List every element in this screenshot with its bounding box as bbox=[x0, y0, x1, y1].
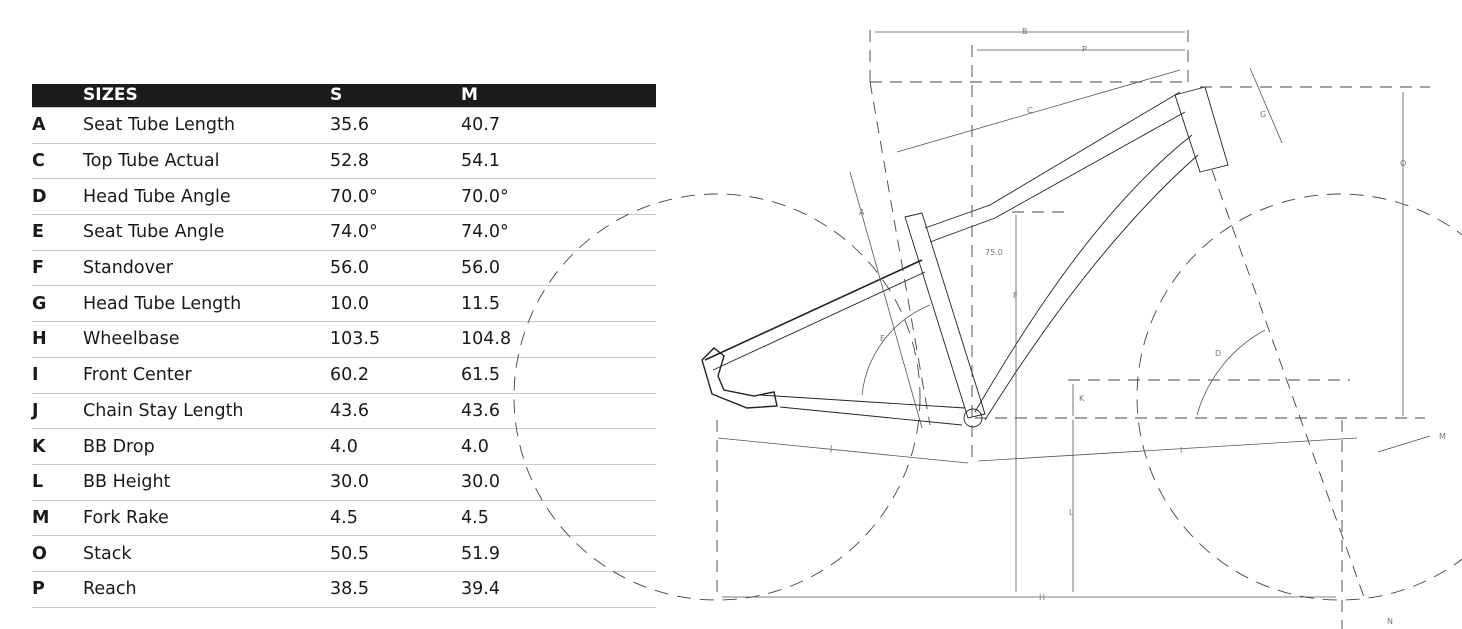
row-letter: K bbox=[32, 428, 83, 465]
row-size-m: 4.5 bbox=[461, 500, 656, 537]
label-G: G bbox=[1260, 110, 1266, 119]
row-size-m: 61.5 bbox=[461, 357, 656, 394]
row-name: Wheelbase bbox=[83, 321, 330, 358]
front-wheel bbox=[1136, 193, 1462, 601]
diagram-labels: B P C G O A 75.0 F E D K M J I L H N bbox=[829, 27, 1446, 626]
row-name: Stack bbox=[83, 535, 330, 572]
row-letter: L bbox=[32, 464, 83, 501]
label-O: O bbox=[1400, 159, 1406, 168]
row-letter: D bbox=[32, 178, 83, 216]
row-name: Standover bbox=[83, 250, 330, 287]
row-size-s: 70.0° bbox=[330, 178, 461, 216]
row-size-m: 74.0° bbox=[461, 214, 656, 251]
row-name: BB Drop bbox=[83, 428, 330, 465]
row-size-s: 74.0° bbox=[330, 214, 461, 251]
row-name: BB Height bbox=[83, 464, 330, 501]
row-name: Top Tube Actual bbox=[83, 143, 330, 180]
row-name: Seat Tube Angle bbox=[83, 214, 330, 251]
row-size-s: 103.5 bbox=[330, 321, 461, 358]
row-letter: I bbox=[32, 357, 83, 394]
row-size-s: 30.0 bbox=[330, 464, 461, 501]
table-header-row: SIZES S M bbox=[32, 84, 656, 108]
label-L: L bbox=[1069, 508, 1074, 517]
row-name: Seat Tube Length bbox=[83, 107, 330, 144]
label-M: M bbox=[1439, 432, 1446, 441]
row-name: Head Tube Angle bbox=[83, 178, 330, 216]
row-name: Chain Stay Length bbox=[83, 393, 330, 430]
row-size-s: 38.5 bbox=[330, 571, 461, 608]
label-F: F bbox=[1013, 291, 1018, 300]
row-name: Fork Rake bbox=[83, 500, 330, 537]
row-size-s: 4.5 bbox=[330, 500, 461, 537]
label-C: C bbox=[1027, 106, 1033, 115]
label-E: E bbox=[880, 334, 885, 343]
label-J: J bbox=[829, 444, 832, 453]
row-letter: E bbox=[32, 214, 83, 251]
label-B: B bbox=[1022, 27, 1028, 36]
row-letter: F bbox=[32, 250, 83, 287]
label-A: A bbox=[859, 208, 865, 217]
header-size-s: S bbox=[330, 84, 461, 108]
row-name: Front Center bbox=[83, 357, 330, 394]
label-D: D bbox=[1215, 349, 1221, 358]
row-size-s: 56.0 bbox=[330, 250, 461, 287]
header-size-m: M bbox=[461, 84, 656, 108]
label-N: N bbox=[1387, 617, 1393, 626]
row-size-s: 4.0 bbox=[330, 428, 461, 465]
header-sizes: SIZES bbox=[83, 84, 330, 108]
row-size-s: 50.5 bbox=[330, 535, 461, 572]
label-H: H bbox=[1039, 593, 1045, 602]
row-size-s: 43.6 bbox=[330, 393, 461, 430]
row-size-m: 4.0 bbox=[461, 428, 656, 465]
row-size-s: 35.6 bbox=[330, 107, 461, 144]
row-size-m: 11.5 bbox=[461, 285, 656, 323]
frame bbox=[701, 86, 1229, 428]
row-size-m: 104.8 bbox=[461, 321, 656, 358]
row-letter: H bbox=[32, 321, 83, 358]
row-size-s: 10.0 bbox=[330, 285, 461, 323]
row-size-m: 40.7 bbox=[461, 107, 656, 144]
row-size-s: 52.8 bbox=[330, 143, 461, 180]
row-size-m: 56.0 bbox=[461, 250, 656, 287]
rear-wheel bbox=[513, 193, 921, 601]
row-letter: P bbox=[32, 571, 83, 608]
header-letter bbox=[32, 84, 83, 108]
row-name: Head Tube Length bbox=[83, 285, 330, 323]
label-P: P bbox=[1082, 45, 1087, 54]
row-letter: J bbox=[32, 393, 83, 430]
row-letter: M bbox=[32, 500, 83, 537]
label-I: I bbox=[1180, 446, 1182, 455]
label-standover-offset: 75.0 bbox=[985, 248, 1003, 257]
row-letter: O bbox=[32, 535, 83, 572]
row-letter: G bbox=[32, 285, 83, 323]
row-name: Reach bbox=[83, 571, 330, 608]
row-letter: A bbox=[32, 107, 83, 144]
row-size-m: 54.1 bbox=[461, 143, 656, 180]
row-size-m: 30.0 bbox=[461, 464, 656, 501]
row-size-m: 51.9 bbox=[461, 535, 656, 572]
row-size-m: 70.0° bbox=[461, 178, 656, 216]
row-size-m: 43.6 bbox=[461, 393, 656, 430]
label-K: K bbox=[1079, 394, 1085, 403]
row-letter: C bbox=[32, 143, 83, 180]
row-size-s: 60.2 bbox=[330, 357, 461, 394]
